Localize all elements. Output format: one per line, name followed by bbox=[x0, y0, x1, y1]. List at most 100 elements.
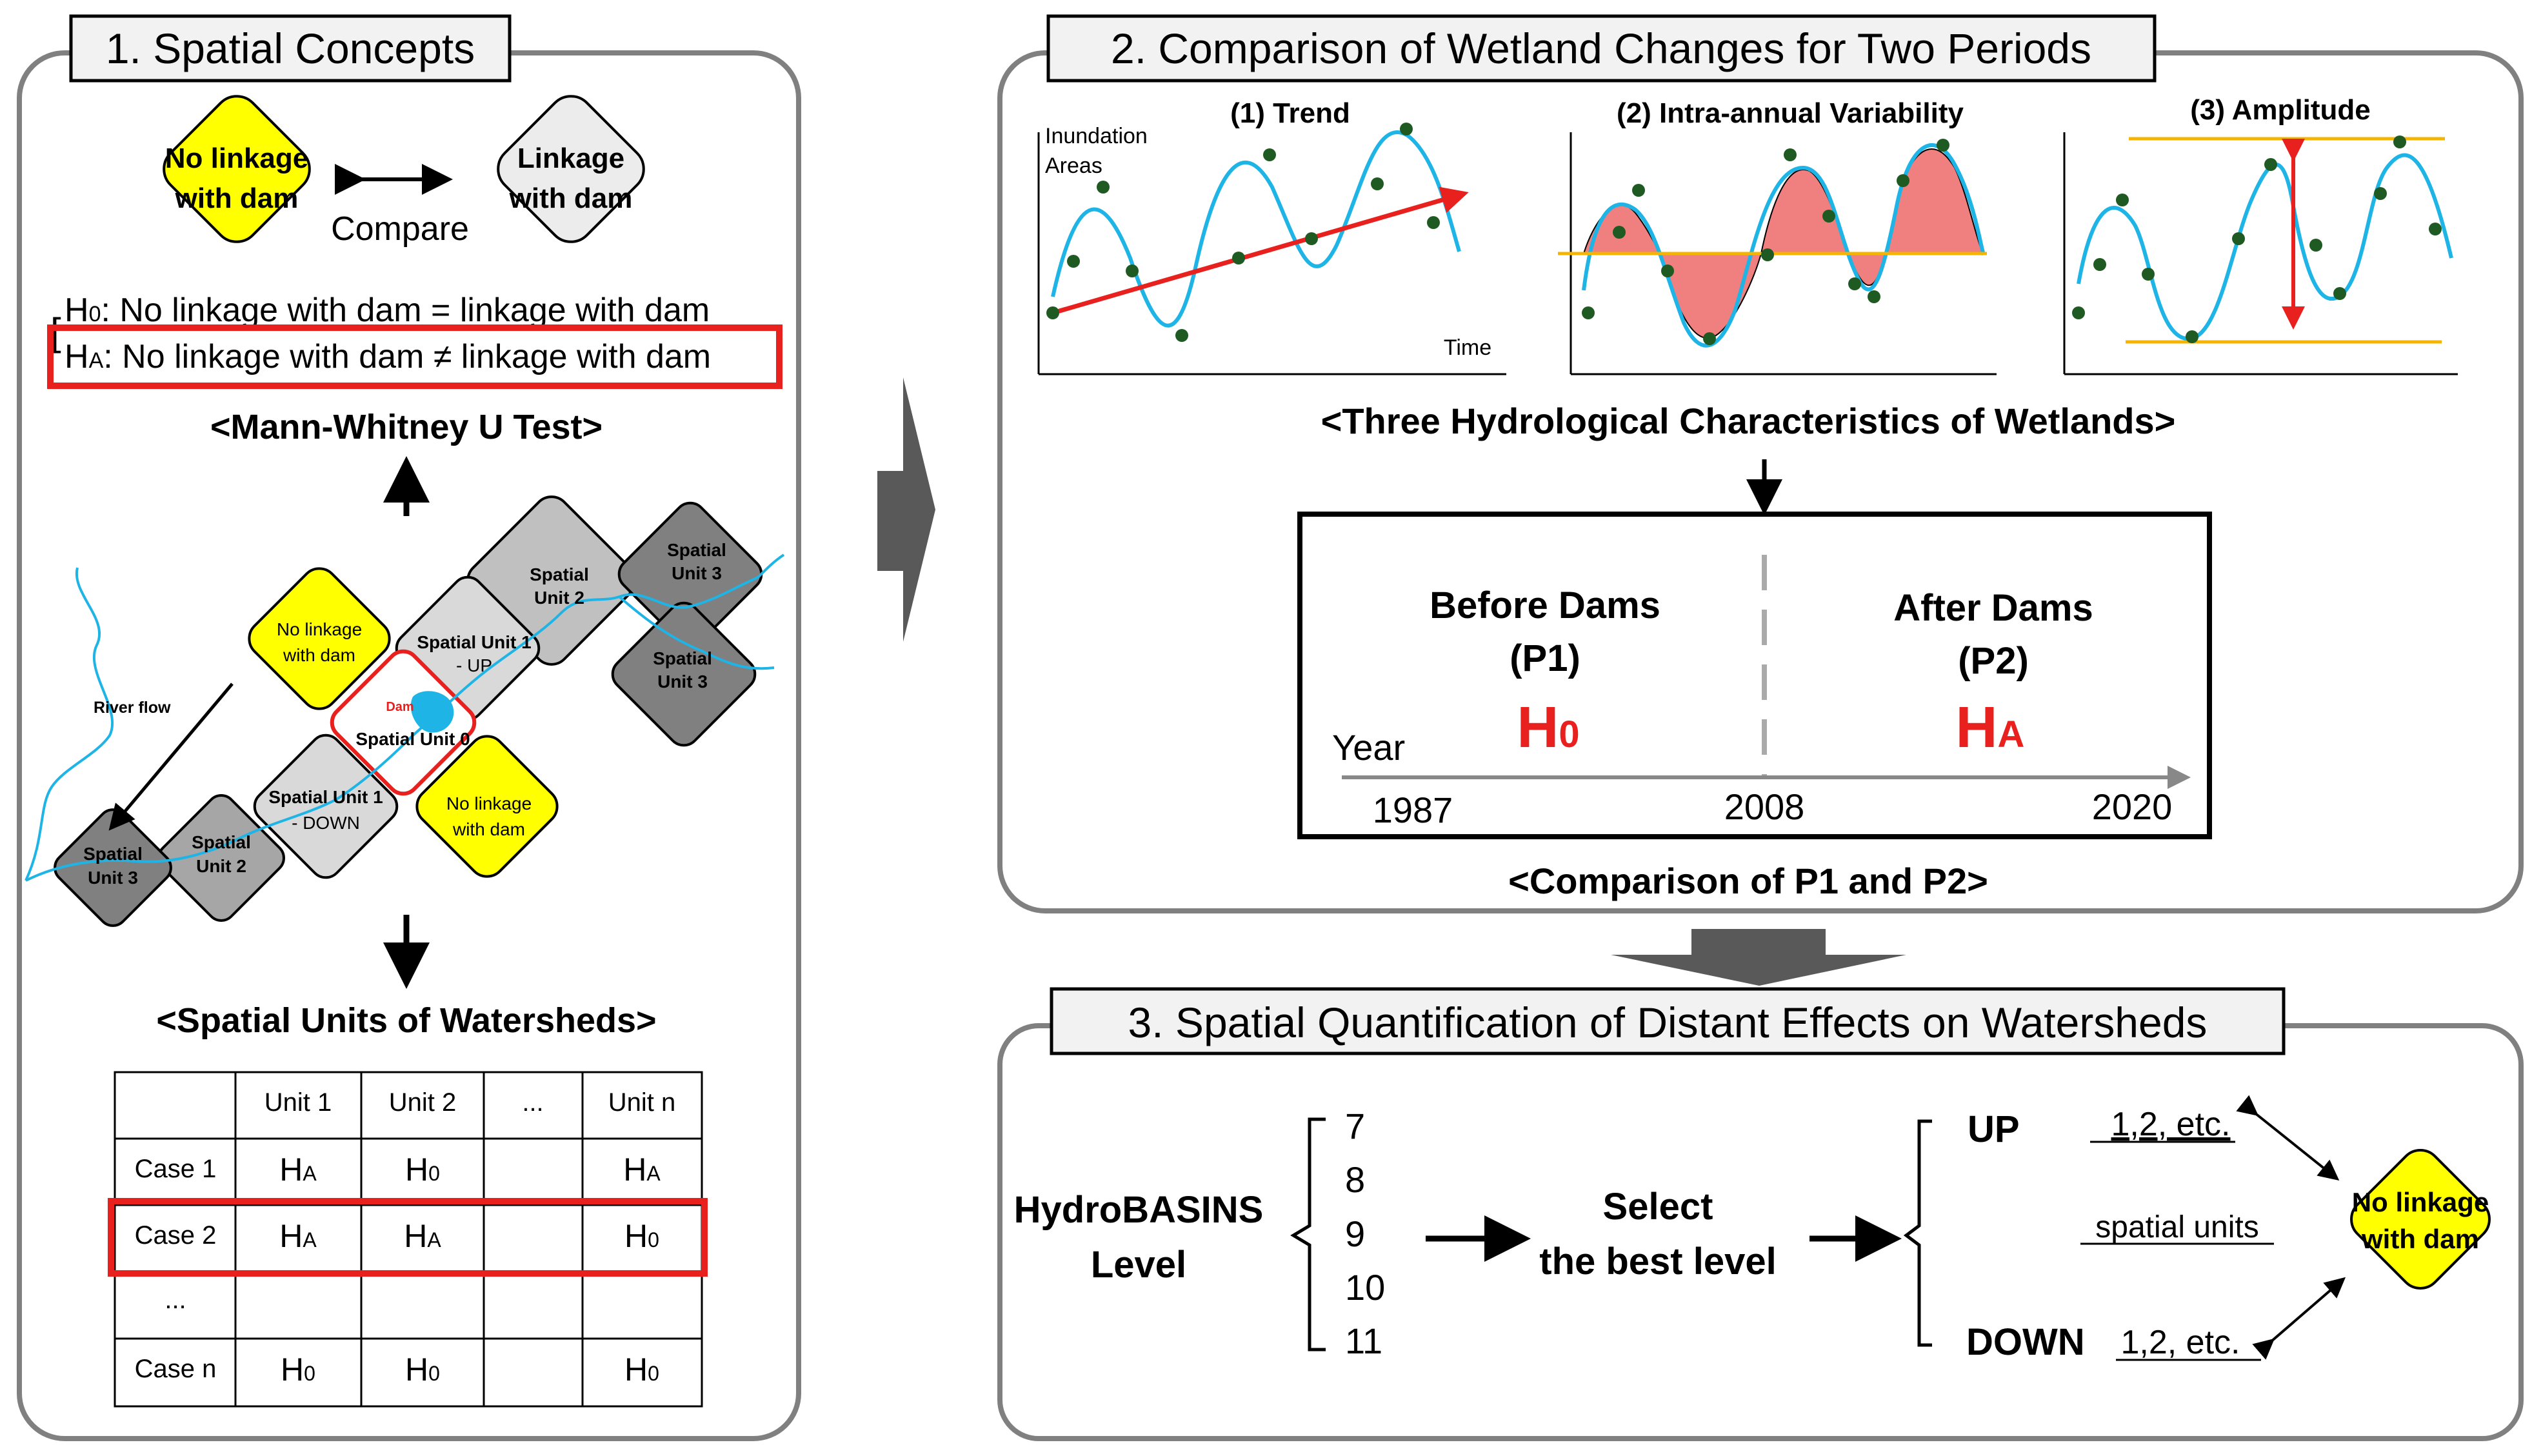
hypothesis-ha: HA: No linkage with dam ≠ linkage with d… bbox=[65, 338, 711, 375]
year-axis-label: Year bbox=[1332, 727, 1405, 768]
trend-chart: (1) Trend Inundation Areas Time bbox=[1037, 97, 1506, 375]
spatial-units-map: River flow Spatial Unit 2 Spatial Unit 3… bbox=[25, 495, 785, 927]
comparison-label: <Comparison of P1 and P2> bbox=[1508, 861, 1988, 901]
svg-text:HA: HA bbox=[279, 1218, 317, 1254]
period1-h0: H0 bbox=[1517, 695, 1579, 760]
mann-whitney-label: <Mann-Whitney U Test> bbox=[210, 408, 603, 446]
svg-text:HA: HA bbox=[623, 1152, 661, 1188]
river-flow-arrow bbox=[108, 683, 234, 831]
up-units: 1,2, etc. bbox=[2111, 1106, 2231, 1143]
nolink-left-label-1: No linkage bbox=[277, 619, 362, 639]
unit3-up-label-a2: Unit 3 bbox=[672, 563, 722, 583]
trend-line bbox=[1052, 186, 1469, 315]
variability-points bbox=[1582, 139, 1949, 345]
down-link-arrow bbox=[2252, 1277, 2346, 1360]
unit1-down-label-1: Spatial Unit 1 bbox=[268, 787, 383, 807]
river-flow-label: River flow bbox=[94, 699, 171, 717]
unit2-down-tile bbox=[157, 794, 285, 922]
dam-reservoir bbox=[410, 691, 454, 733]
year-mid: 2008 bbox=[1724, 786, 1805, 827]
down-units: 1,2, etc. bbox=[2121, 1324, 2240, 1361]
unit1-down-tile bbox=[253, 733, 399, 879]
nolink-right-label-2: with dam bbox=[452, 819, 525, 839]
svg-text:H0: H0 bbox=[405, 1351, 440, 1388]
trend-title: (1) Trend bbox=[1230, 97, 1350, 129]
no-linkage-target-label-1: No linkage bbox=[2352, 1187, 2489, 1217]
unit2-up-label-1: Spatial bbox=[530, 564, 589, 584]
table-row: Case 2 HA HA H0 bbox=[135, 1218, 659, 1254]
table-header: Unit 1 bbox=[264, 1088, 332, 1117]
svg-text:H0: H0 bbox=[624, 1218, 659, 1254]
table-row: Case n H0 H0 H0 bbox=[135, 1351, 659, 1388]
panel3-frame bbox=[997, 1023, 2524, 1441]
after-dams-label-2: (P2) bbox=[1958, 640, 2029, 682]
svg-text:HA: HA bbox=[279, 1152, 317, 1188]
unit3-up-tile-b bbox=[611, 601, 757, 747]
variability-title: (2) Intra-annual Variability bbox=[1617, 97, 1964, 129]
unit3-up-label-a1: Spatial bbox=[667, 540, 726, 560]
after-dams-label-1: After Dams bbox=[1893, 587, 2093, 629]
compare-label: Compare bbox=[331, 210, 469, 248]
case2-row-highlight bbox=[108, 1198, 708, 1277]
panel1-title-box bbox=[69, 14, 512, 83]
trend-wave bbox=[1051, 130, 1461, 328]
unit3-up-label-b1: Spatial bbox=[653, 648, 712, 668]
unit0-label: Spatial Unit 0 bbox=[355, 729, 470, 749]
period-comparison-box: Before Dams (P1) After Dams (P2) H0 HA Y… bbox=[1297, 512, 2212, 839]
spatial-units-text: spatial units bbox=[2095, 1210, 2258, 1244]
amplitude-wave bbox=[2077, 153, 2453, 341]
hypothesis-h0: H0: No linkage with dam = linkage with d… bbox=[65, 292, 710, 329]
unit3-down-label-1: Spatial bbox=[83, 844, 143, 864]
nolink-left-label-2: with dam bbox=[283, 645, 355, 665]
year-end: 2020 bbox=[2092, 786, 2173, 827]
svg-text:H0: H0 bbox=[624, 1351, 659, 1388]
amplitude-title: (3) Amplitude bbox=[2190, 94, 2370, 126]
svg-text:...: ... bbox=[164, 1286, 186, 1314]
table-header: Unit 2 bbox=[389, 1088, 457, 1117]
no-linkage-label-1: No linkage bbox=[165, 143, 309, 174]
no-linkage-diamond bbox=[163, 95, 311, 243]
trend-ylabel-1: Inundation bbox=[1045, 124, 1148, 148]
spatial-units-label: <Spatial Units of Watersheds> bbox=[156, 1001, 656, 1040]
table-header: Unit n bbox=[608, 1088, 676, 1117]
unit1-up-label-2: - UP bbox=[456, 655, 492, 675]
panel3-title-box bbox=[1050, 987, 2286, 1055]
amplitude-points bbox=[2072, 135, 2442, 343]
panel1-title: 1. Spatial Concepts bbox=[106, 25, 475, 72]
no-linkage-target-diamond bbox=[2350, 1149, 2491, 1290]
variability-wave bbox=[1582, 143, 1986, 348]
unit0-tile bbox=[330, 649, 477, 796]
panel2-title-box bbox=[1046, 14, 2157, 83]
linkage-diamond bbox=[497, 95, 645, 243]
levels-brace bbox=[1290, 1117, 1326, 1351]
svg-text:Case 2: Case 2 bbox=[135, 1221, 217, 1250]
unit3-up-label-b2: Unit 3 bbox=[657, 672, 708, 692]
variability-chart: (2) Intra-annual Variability bbox=[1558, 97, 1997, 375]
unit3-up-tile-a bbox=[617, 501, 763, 647]
characteristics-label: <Three Hydrological Characteristics of W… bbox=[1321, 401, 2176, 441]
flow-arrow-right bbox=[877, 377, 935, 642]
panel-wetland-changes: 2. Comparison of Wetland Changes for Two… bbox=[997, 14, 2524, 913]
level-item: 11 bbox=[1345, 1321, 1382, 1361]
no-linkage-label-2: with dam bbox=[175, 183, 299, 214]
hydrobasins-label-2: Level bbox=[1091, 1244, 1186, 1286]
updown-brace bbox=[1903, 1119, 1932, 1347]
panel2-title: 2. Comparison of Wetland Changes for Two… bbox=[1111, 25, 2091, 72]
no-linkage-target-label-2: with dam bbox=[2361, 1224, 2479, 1254]
results-table: Unit 1 Unit 2 ... Unit n Case 1 HA H0 HA… bbox=[108, 1071, 708, 1408]
down-label: DOWN bbox=[1966, 1321, 2085, 1363]
year-start: 1987 bbox=[1373, 790, 1453, 830]
unit1-up-label-1: Spatial Unit 1 bbox=[417, 632, 531, 652]
svg-text:Case n: Case n bbox=[135, 1355, 217, 1383]
amplitude-chart: (3) Amplitude bbox=[2063, 94, 2458, 375]
linkage-label-2: with dam bbox=[509, 183, 633, 214]
flow-arrow-down bbox=[1611, 929, 1906, 986]
linkage-label-1: Linkage bbox=[517, 143, 624, 174]
up-label: UP bbox=[1968, 1108, 2020, 1150]
dam-label: Dam bbox=[386, 700, 414, 714]
level-item: 10 bbox=[1345, 1267, 1385, 1308]
before-dams-label-1: Before Dams bbox=[1430, 584, 1660, 626]
table-row: Case 1 HA H0 HA bbox=[135, 1152, 661, 1188]
trend-xlabel: Time bbox=[1444, 335, 1491, 360]
